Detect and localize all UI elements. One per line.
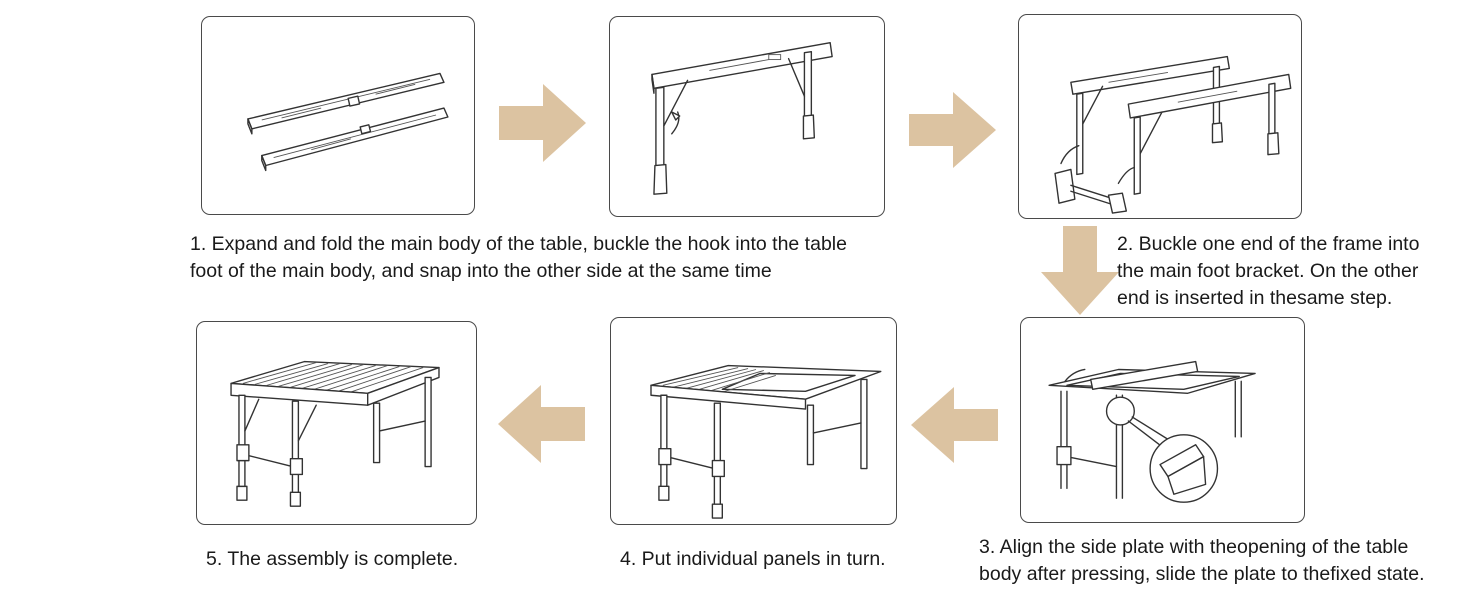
illustration-side-plate bbox=[1020, 317, 1305, 523]
illustration-two-frames bbox=[1018, 14, 1302, 219]
arrow-right-1 bbox=[499, 84, 586, 162]
arrow-shape bbox=[911, 387, 998, 463]
arrow-shape bbox=[498, 385, 585, 463]
step-2-caption: 2. Buckle one end of the frame into the … bbox=[1117, 233, 1420, 309]
step-4-caption: 4. Put individual panels in turn. bbox=[620, 548, 886, 570]
arrow-shape bbox=[909, 92, 996, 168]
arrow-shape bbox=[499, 84, 586, 162]
arrow-down bbox=[1041, 226, 1119, 315]
arrow-left-2 bbox=[498, 385, 585, 463]
step-1-caption: 1. Expand and fold the main body of the … bbox=[190, 233, 847, 282]
step-3-caption: 3. Align the side plate with theopening … bbox=[979, 536, 1425, 585]
folded-frame-upper bbox=[247, 72, 445, 135]
illustration-assembled-table bbox=[196, 321, 477, 525]
illustration-panels-placed bbox=[610, 317, 897, 525]
arrow-shape bbox=[1041, 226, 1119, 315]
arrow-right-2 bbox=[909, 92, 996, 168]
illustration-leg-frame bbox=[609, 16, 885, 217]
step-5-caption: 5. The assembly is complete. bbox=[206, 548, 459, 570]
illustration-folded-frames bbox=[201, 16, 475, 215]
folded-frame-lower bbox=[261, 107, 449, 172]
arrow-left-1 bbox=[911, 387, 998, 463]
